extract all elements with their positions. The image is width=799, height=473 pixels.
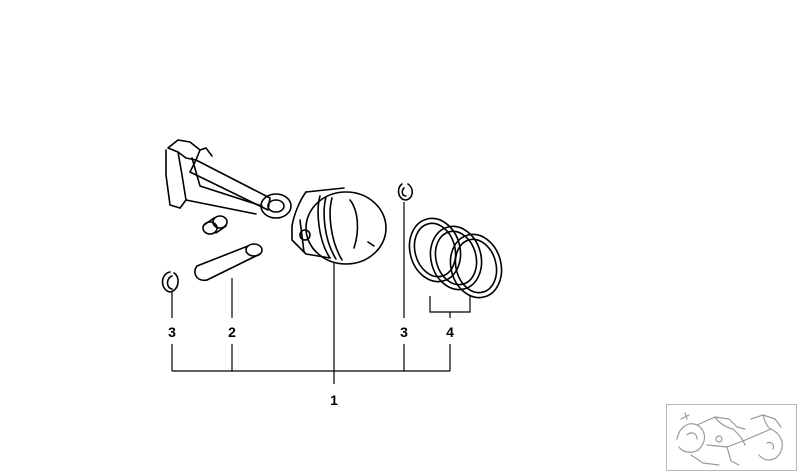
motorcycle-thumbnail (666, 404, 797, 471)
piston (291, 187, 387, 265)
piston-pin (194, 243, 263, 282)
callout-3-left: 3 (168, 324, 176, 340)
connecting-rod (165, 139, 292, 219)
motorcycle-icon (676, 412, 783, 466)
bushing (202, 215, 228, 235)
callout-1: 1 (330, 392, 338, 408)
callout-2: 2 (228, 324, 236, 340)
callout-4: 4 (446, 324, 454, 340)
circlip-left (161, 271, 179, 293)
leader-lines (171, 202, 471, 384)
circlip-right (397, 183, 414, 201)
piston-rings (408, 217, 503, 299)
callout-3-right: 3 (400, 324, 408, 340)
